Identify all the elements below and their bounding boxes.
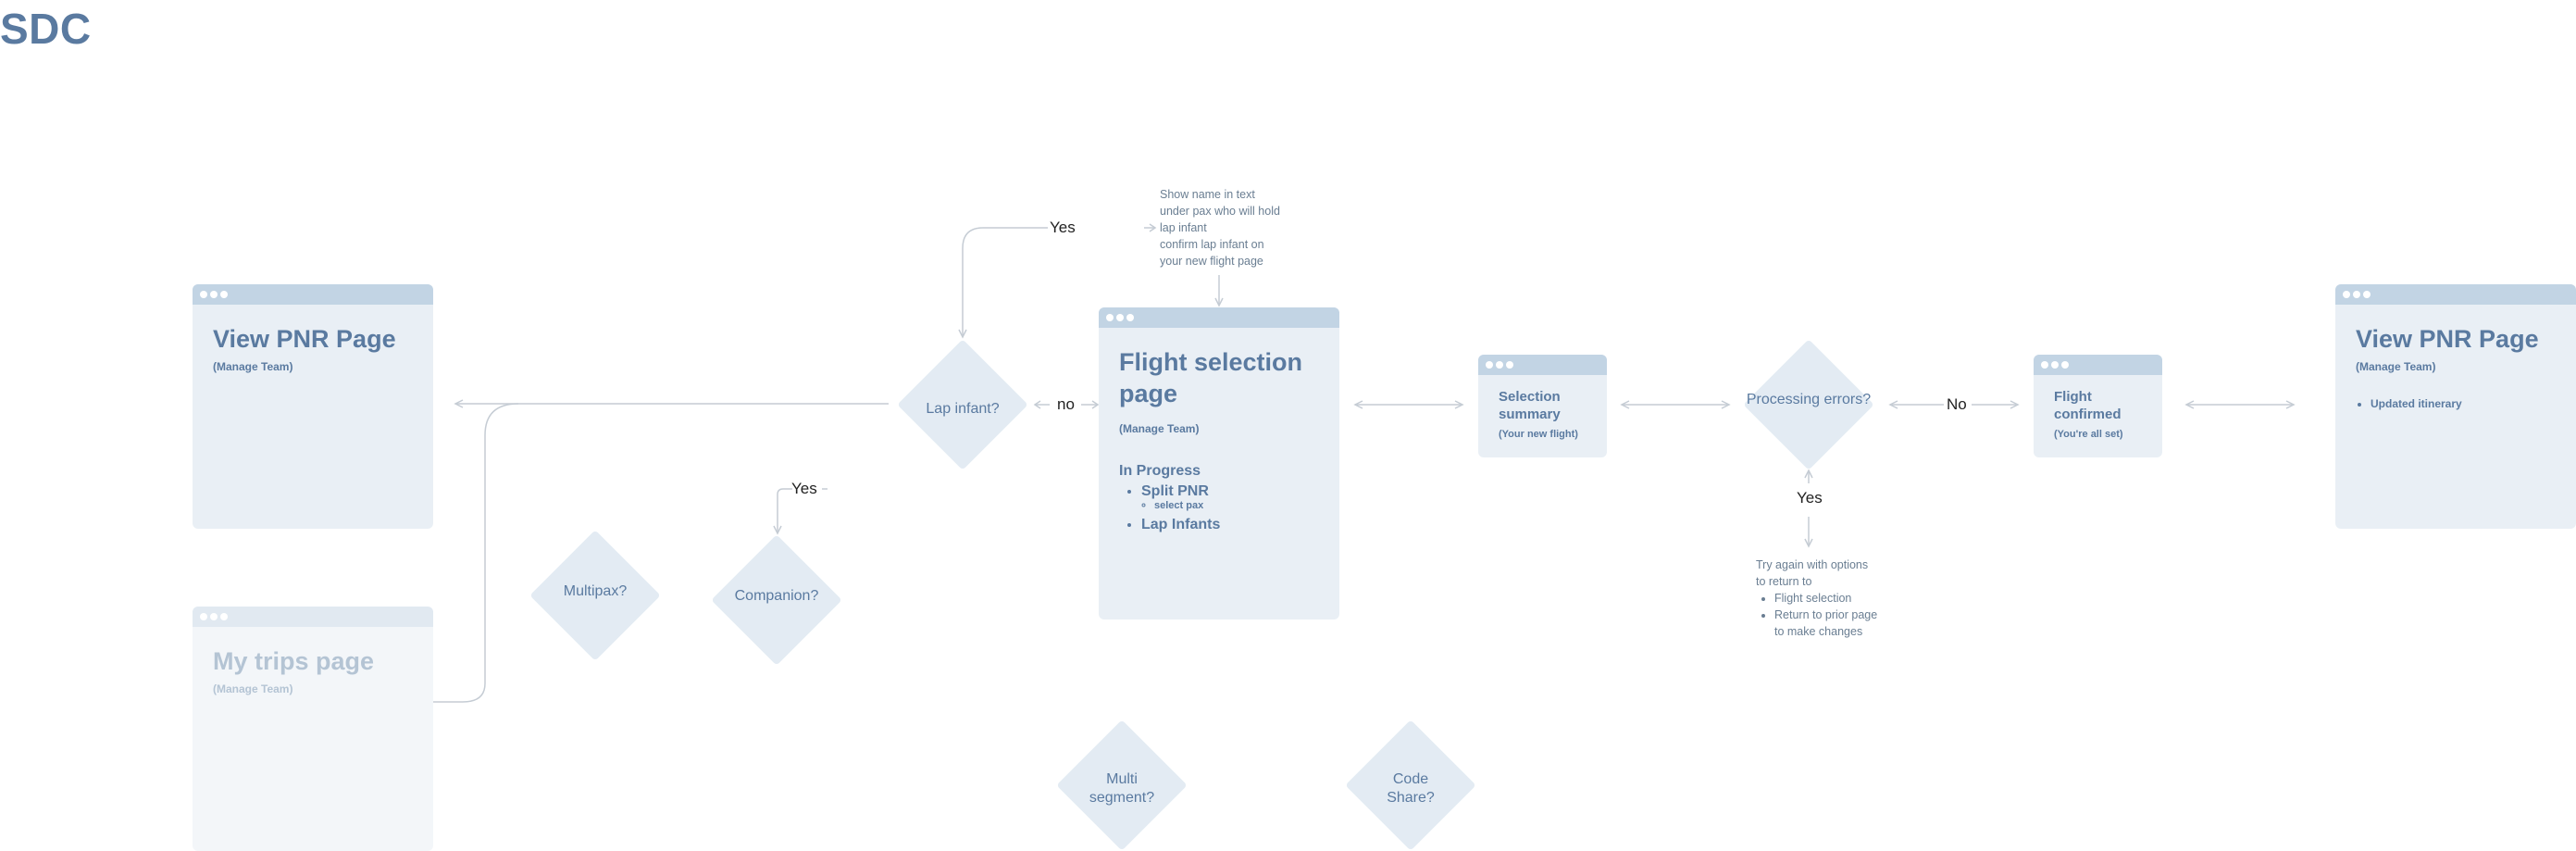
arrowhead xyxy=(1353,400,1363,409)
window-dot-icon xyxy=(200,613,207,620)
list-item: Lap Infants xyxy=(1141,517,1319,533)
window-titlebar xyxy=(193,284,433,305)
window-dot-icon xyxy=(1506,361,1513,369)
note-line: Show name in text xyxy=(1160,188,1255,201)
arrowhead xyxy=(1149,223,1157,232)
arrowhead xyxy=(773,525,782,535)
arrowhead xyxy=(1214,297,1224,307)
card-title: My trips page xyxy=(213,647,375,675)
status-list: Split PNR select pax Lap Infants xyxy=(1119,483,1319,533)
window-dot-icon xyxy=(210,613,218,620)
card-title: Flight selection page xyxy=(1119,348,1303,407)
arrowhead xyxy=(1888,400,1898,409)
retry-options-list: Flight selection Return to prior page to… xyxy=(1756,590,1885,640)
note-line: Try again with options xyxy=(1756,558,1869,571)
lap-infant-note: Show name in text under pax who will hol… xyxy=(1160,186,1280,269)
arrowhead xyxy=(958,329,967,339)
connector-companion-yes xyxy=(777,488,792,533)
window-dot-icon xyxy=(220,613,228,620)
window-dot-icon xyxy=(200,291,207,298)
window-dot-icon xyxy=(1116,314,1124,321)
companion-decision: Companion? xyxy=(734,588,819,604)
window-titlebar xyxy=(1478,355,1607,375)
list-item: Return to prior page to make changes xyxy=(1774,607,1885,640)
arrowhead xyxy=(1721,400,1731,409)
window-titlebar xyxy=(1099,307,1339,328)
status-heading: In Progress xyxy=(1119,463,1201,479)
view-pnr-card: View PNR Page (Manage Team) xyxy=(193,284,433,529)
connector-to-mytrips xyxy=(285,403,519,703)
arrowhead xyxy=(1804,469,1813,479)
edge-label-no: No xyxy=(1947,395,1967,413)
card-subtitle: (Manage Team) xyxy=(213,360,293,373)
card-subtitle: (Manage Team) xyxy=(1119,422,1200,435)
card-title: Flight confirmed xyxy=(2054,389,2122,422)
list-item: Flight selection xyxy=(1774,590,1885,607)
arrowhead xyxy=(2010,400,2020,409)
processing-errors-decision: Processing errors? xyxy=(1746,392,1872,407)
window-dot-icon xyxy=(1496,361,1503,369)
card-title: Selection summary xyxy=(1499,389,1561,422)
page-title: SDC xyxy=(0,5,92,53)
connector-lapinfant-yes xyxy=(962,227,1048,337)
list-item: Updated itinerary xyxy=(2371,397,2556,410)
window-dot-icon xyxy=(2061,361,2069,369)
window-titlebar xyxy=(193,607,433,627)
flight-selection-card: Flight selection page (Manage Team) In P… xyxy=(1099,307,1339,619)
my-trips-card: My trips page (Manage Team) xyxy=(193,607,433,851)
arrowhead xyxy=(1091,400,1100,409)
window-dot-icon xyxy=(2041,361,2048,369)
selection-summary-card: Selection summary (Your new flight) xyxy=(1478,355,1607,457)
card-subtitle: (Manage Team) xyxy=(213,682,293,695)
arrowhead xyxy=(1804,538,1813,548)
note-line: lap infant xyxy=(1160,221,1207,234)
edge-label-yes: Yes xyxy=(1050,219,1076,236)
edge-label-no: no xyxy=(1057,395,1075,413)
note-line: confirm lap infant on xyxy=(1160,238,1264,251)
card-subtitle: (Your new flight) xyxy=(1499,429,1578,440)
edge-label-yes: Yes xyxy=(1797,489,1823,507)
window-dot-icon xyxy=(1126,314,1134,321)
arrowhead xyxy=(1620,400,1630,409)
window-dot-icon xyxy=(2051,361,2059,369)
view-pnr-updated-card: View PNR Page (Manage Team) Updated itin… xyxy=(2335,284,2576,529)
arrowhead xyxy=(2184,400,2195,409)
multipax-decision: Multipax? xyxy=(563,583,628,599)
window-titlebar xyxy=(2335,284,2576,305)
window-dot-icon xyxy=(2353,291,2360,298)
code-share-decision: Code Share? xyxy=(1387,771,1435,806)
arrowhead xyxy=(1454,400,1464,409)
lap-infant-decision: Lap infant? xyxy=(926,401,1000,417)
card-subtitle: (Manage Team) xyxy=(2356,360,2436,373)
note-line: your new flight page xyxy=(1160,255,1263,268)
list-item: Split PNR select pax xyxy=(1141,483,1319,511)
card-subtitle: (You're all set) xyxy=(2054,429,2123,440)
retry-note: Try again with options to return to Flig… xyxy=(1756,557,1885,640)
window-dot-icon xyxy=(2363,291,2371,298)
window-dot-icon xyxy=(1106,314,1114,321)
arrowhead xyxy=(1033,400,1041,409)
window-dot-icon xyxy=(220,291,228,298)
list-subitem: select pax xyxy=(1154,500,1319,511)
flight-confirmed-card: Flight confirmed (You're all set) xyxy=(2034,355,2162,457)
note-line: to return to xyxy=(1756,575,1812,588)
note-line: under pax who will hold xyxy=(1160,205,1280,218)
arrowhead xyxy=(454,399,464,408)
window-dot-icon xyxy=(2343,291,2350,298)
window-dot-icon xyxy=(210,291,218,298)
window-dot-icon xyxy=(1486,361,1493,369)
update-list: Updated itinerary xyxy=(2356,397,2556,410)
edge-label-yes: Yes xyxy=(791,480,817,497)
window-titlebar xyxy=(2034,355,2162,375)
card-title: View PNR Page xyxy=(213,325,396,353)
card-title: View PNR Page xyxy=(2356,325,2539,353)
multi-segment-decision: Multi segment? xyxy=(1089,771,1155,806)
arrowhead xyxy=(2285,400,2296,409)
